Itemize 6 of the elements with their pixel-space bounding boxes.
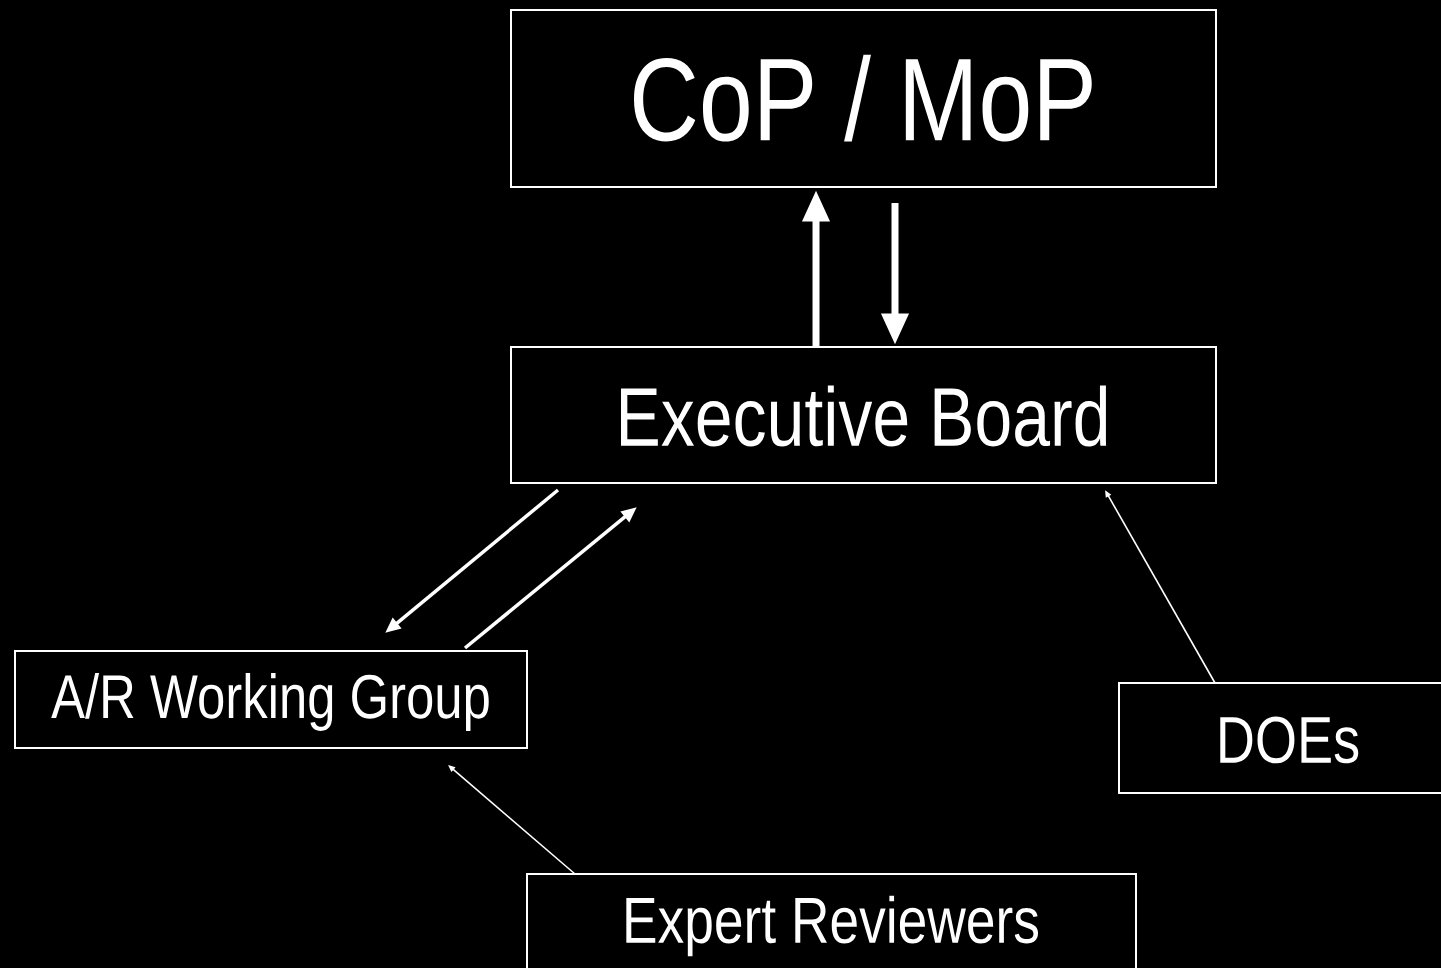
org-box: DOEs — [1118, 682, 1441, 794]
org-box: Expert Reviewers — [526, 873, 1137, 968]
arrow — [448, 765, 576, 875]
org-box: CoP / MoP — [510, 9, 1217, 188]
org-box: Executive Board — [510, 346, 1217, 484]
org-box: A/R Working Group — [14, 650, 528, 749]
